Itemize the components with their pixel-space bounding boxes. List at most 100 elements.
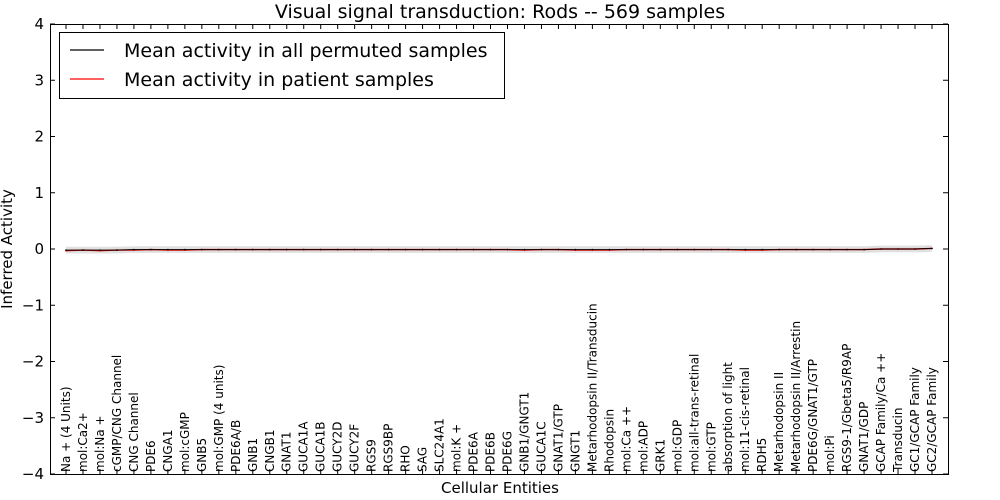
legend-box [59,32,505,99]
x-tick-label: mol:11-cis-retinal [738,367,752,472]
x-axis-ticks: Na + (4 Units)mol:Ca2+mol:Na +cGMP/CNG C… [59,24,939,474]
x-tick-label: Metarhodopsin II/Transducin [585,303,599,472]
point-permuted-24 [472,248,475,251]
point-permuted-29 [557,248,560,251]
x-tick-label: CNGA1 [161,430,175,473]
point-permuted-31 [591,248,594,251]
point-permuted-2 [99,249,101,251]
x-tick-label: mol:GTP [704,422,718,472]
y-tick-label: −3 [22,409,44,427]
point-permuted-38 [710,248,713,251]
point-permuted-30 [574,248,577,251]
point-permuted-0 [65,249,67,251]
point-permuted-48 [880,248,882,250]
point-permuted-7 [184,248,186,251]
x-tick-label: GUCY2F [348,424,362,472]
point-permuted-5 [150,248,152,251]
y-tick-label: 3 [34,71,44,89]
x-axis-label: Cellular Entities [441,479,559,497]
x-tick-label: GRK1 [653,439,667,472]
x-tick-label: Rhodopsin [602,409,616,472]
y-tick-label: 0 [34,240,44,258]
x-tick-label: Metarhodopsin II/Arrestin [789,321,803,472]
point-permuted-12 [269,248,271,251]
x-tick-label: mol:K + [450,424,464,472]
point-permuted-42 [778,248,780,251]
x-tick-label: GNAT1/GTP [551,404,565,472]
x-tick-label: RHO [399,445,413,472]
point-permuted-9 [218,248,220,251]
x-tick-label: GNB1/GNGT1 [518,392,532,472]
point-permuted-45 [829,248,831,251]
series-layer [65,247,933,252]
x-tick-label: mol:Na + [93,415,107,472]
x-tick-label: mol:Pi [823,435,837,472]
point-permuted-4 [133,248,135,251]
point-permuted-22 [438,248,441,251]
x-tick-label: SLC24A1 [433,418,447,472]
x-tick-label: GUCA1B [314,421,328,472]
x-tick-label: PDE6G/GNAT1/GTP [806,359,820,472]
point-permuted-32 [608,248,611,251]
x-tick-label: cGMP/CNG Channel [110,355,124,472]
x-tick-label: mol:GDP [670,420,684,472]
point-permuted-27 [523,248,526,251]
x-tick-label: GNB5 [195,438,209,472]
point-permuted-6 [167,248,169,251]
y-tick-label: −1 [22,296,44,314]
point-permuted-36 [676,248,679,251]
point-permuted-1 [82,249,84,251]
point-permuted-21 [421,248,424,251]
point-permuted-19 [387,248,390,251]
point-permuted-50 [914,248,916,250]
point-permuted-40 [744,248,746,251]
x-tick-label: mol:cGMP [178,412,192,472]
x-tick-label: PDE6B [484,432,498,472]
point-permuted-25 [489,248,492,251]
x-tick-label: mol:all-trans-retinal [687,354,701,472]
x-tick-label: PDE6A [467,431,481,472]
series-line-permuted [66,247,933,251]
point-permuted-26 [506,248,509,251]
x-tick-label: mol:Ca2+ [76,412,90,472]
x-tick-label: Transducin [891,408,905,473]
legend-label-permuted: Mean activity in all permuted samples [124,40,487,62]
point-permuted-11 [252,248,254,251]
y-tick-label: −2 [22,353,44,371]
point-permuted-34 [642,248,645,251]
x-tick-label: CNGB1 [263,429,277,472]
point-permuted-41 [761,248,763,251]
point-permuted-37 [693,248,696,251]
x-tick-label: mol:ADP [636,421,650,472]
x-tick-label: PDE6G [501,431,515,472]
point-permuted-44 [812,248,814,251]
point-permuted-39 [727,248,729,251]
point-permuted-43 [795,248,797,251]
x-tick-label: RGS9BP [382,424,396,472]
x-tick-label: GUCY2D [331,422,345,472]
x-tick-label: SAG [416,447,430,472]
x-tick-label: GC2/GCAP Family [925,367,939,472]
legend: Mean activity in all permuted samples Me… [59,32,505,99]
point-permuted-20 [404,248,407,251]
x-tick-label: mol:GMP (4 units) [212,365,226,472]
x-tick-label: GUCA1C [535,421,549,472]
y-tick-label: 1 [34,184,44,202]
x-tick-label: Metarhodopsin II [772,372,786,472]
x-tick-label: RGS9-1/Gbeta5/R9AP [840,344,854,472]
x-tick-label: RGS9 [365,439,379,472]
point-permuted-13 [285,248,288,251]
x-tick-label: GC1/GCAP Family [908,367,922,472]
point-permuted-35 [659,248,662,251]
point-permuted-14 [302,248,305,251]
x-tick-label: GNB1 [246,438,260,472]
legend-label-patient: Mean activity in patient samples [124,69,434,91]
point-permuted-3 [116,249,118,251]
point-permuted-46 [846,248,848,251]
point-permuted-49 [897,248,899,250]
point-permuted-8 [201,248,203,251]
point-permuted-28 [540,248,543,251]
x-tick-label: GNAT1 [280,431,294,472]
x-tick-label: GCAP Family/Ca ++ [874,353,888,472]
